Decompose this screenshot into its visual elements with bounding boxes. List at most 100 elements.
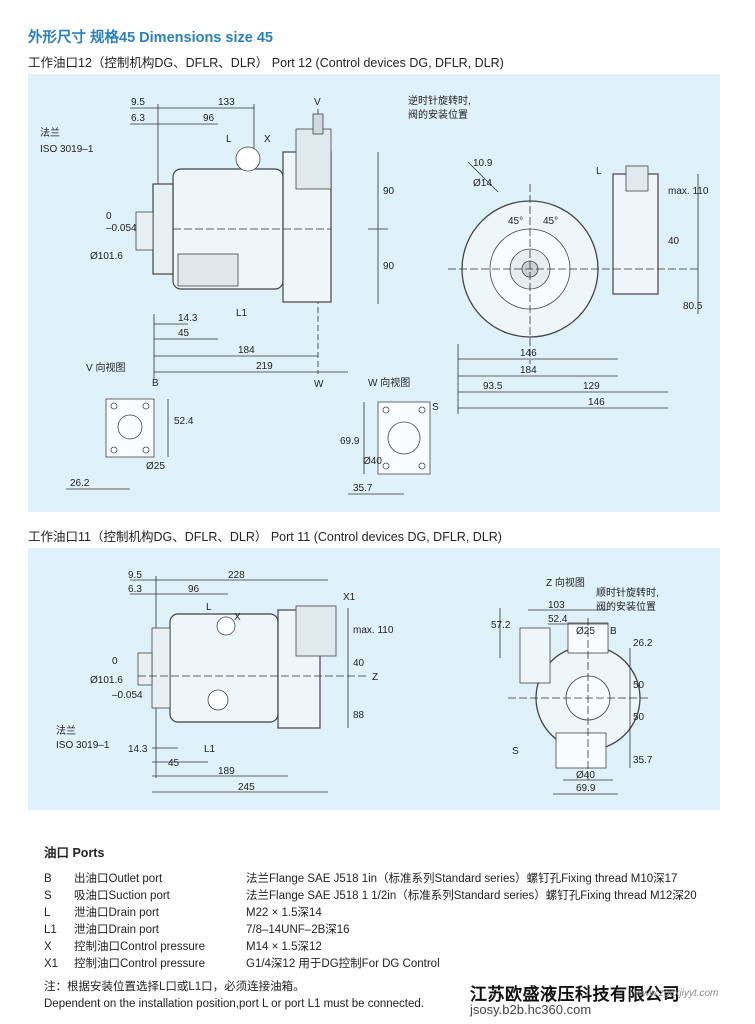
dim-228: 228 [228, 570, 245, 581]
v-view-b-label: B [152, 378, 159, 389]
port-x-label: X [234, 612, 241, 623]
rotation-note-line1: 顺时针旋转时, [596, 586, 659, 599]
note-english: Dependent on the installation position,p… [44, 998, 424, 1010]
dim-93-5: 93.5 [483, 381, 503, 392]
dim-52-4: 52.4 [548, 614, 568, 625]
port-x1-label: X1 [343, 592, 356, 603]
dim-6-3: 6.3 [128, 584, 142, 595]
dim-40: 40 [668, 236, 680, 247]
dim-tolerance: –0.054 [106, 223, 137, 234]
z-view-b-label: B [610, 626, 617, 637]
w-marker: W [314, 379, 324, 390]
dim-69-9: 69.9 [576, 783, 596, 794]
drawing-port12: 法兰 ISO 3019–1 9.5 133 6.3 96 V L X 0 –0.… [40, 94, 709, 495]
port-code: X [44, 941, 52, 953]
port-spec: M14 × 1.5深12 [246, 941, 322, 953]
dim-133: 133 [218, 97, 235, 108]
section1-subtitle: 工作油口12（控制机构DG、DFLR、DLR） Port 12 (Control… [28, 56, 504, 70]
port-row: X1 控制油口Control pressure G1/4深12 用于DG控制Fo… [44, 956, 724, 973]
port-code: X1 [44, 958, 59, 970]
dim-tolerance: –0.054 [112, 690, 143, 701]
w-view-label: W 向视图 [368, 376, 410, 389]
port-name: 出油口Outlet port [74, 873, 163, 885]
dim-26-2: 26.2 [70, 478, 90, 489]
rotation-note-line2: 阀的安装位置 [596, 600, 656, 613]
dim-88: 88 [353, 710, 365, 721]
port-name: 控制油口Control pressure [74, 941, 206, 953]
company-url: jsosy.b2b.hc360.com [470, 1002, 592, 1017]
dim-96: 96 [188, 584, 200, 595]
port-code: L [44, 907, 51, 919]
drawing-panel-port12: 法兰 ISO 3019–1 9.5 133 6.3 96 V L X 0 –0.… [28, 74, 720, 512]
dim-219: 219 [256, 361, 273, 372]
port-row: L1 泄油口Drain port 7/8–14UNF–2B深16 [44, 922, 724, 939]
port-spec: 法兰Flange SAE J518 1in（标准系列Standard serie… [246, 873, 678, 885]
watermark: www.zgcxjiyyt.com [635, 988, 719, 999]
port-row: X 控制油口Control pressure M14 × 1.5深12 [44, 939, 724, 956]
z-marker: Z [372, 672, 378, 683]
dim-max-110: max. 110 [668, 186, 709, 197]
dim-189: 189 [218, 766, 235, 777]
dim-diameter-101-6: Ø101.6 [90, 675, 123, 686]
port-spec: G1/4深12 用于DG控制For DG Control [246, 958, 440, 970]
dim-35-7: 35.7 [353, 483, 373, 494]
port-name: 吸油口Suction port [74, 890, 170, 902]
dim-146-upper: 146 [520, 348, 537, 359]
v-view-label: V 向视图 [86, 361, 125, 374]
port-l1-label: L1 [236, 308, 248, 319]
dim-26-2: 26.2 [633, 638, 653, 649]
dim-diameter-25: Ø25 [576, 626, 595, 637]
dim-57-2: 57.2 [491, 620, 511, 631]
dim-96: 96 [203, 113, 215, 124]
port-x-label: X [264, 134, 271, 145]
port-l1-label: L1 [204, 744, 216, 755]
dim-103: 103 [548, 600, 565, 611]
angle-45-left: 45° [508, 216, 523, 227]
dim-52-4: 52.4 [174, 416, 194, 427]
dim-14-3: 14.3 [178, 313, 198, 324]
dim-129: 129 [583, 381, 600, 392]
dim-40: 40 [353, 658, 365, 669]
dim-80-5: 80.5 [683, 301, 703, 312]
company-name: 江苏欧盛液压科技有限公司 [470, 985, 680, 1004]
dim-69-9: 69.9 [340, 436, 360, 447]
dim-diameter-40: Ø40 [576, 770, 595, 781]
dim-146-lower: 146 [588, 397, 605, 408]
dim-45: 45 [178, 328, 190, 339]
port-code: B [44, 873, 52, 885]
port-spec: 法兰Flange SAE J518 1 1/2in（标准系列Standard s… [246, 890, 697, 902]
port-l-label: L [206, 602, 212, 613]
flange-label: 法兰 [40, 126, 60, 139]
iso-label: ISO 3019–1 [56, 740, 110, 751]
note-chinese: 注：根据安装位置选择L口或L1口，必须连接油箱。 [44, 981, 305, 993]
dim-90-lower: 90 [383, 261, 395, 272]
port-l-label: L [226, 134, 232, 145]
z-view-s-label: S [512, 746, 519, 757]
port-spec: M22 × 1.5深14 [246, 907, 322, 919]
port-name: 泄油口Drain port [74, 907, 159, 919]
dim-diameter-101-6: Ø101.6 [90, 251, 123, 262]
dim-6-3: 6.3 [131, 113, 145, 124]
drawing-panel-port11: 9.5 228 6.3 96 L X X1 Ø101.6 0 –0.054 ma… [28, 548, 720, 810]
rotation-note-line2: 阀的安装位置 [408, 108, 468, 121]
dim-184-front: 184 [520, 365, 537, 376]
dim-14-3: 14.3 [128, 744, 148, 755]
dim-45: 45 [168, 758, 180, 769]
page-title: 外形尺寸 规格45 Dimensions size 45 [28, 30, 273, 46]
ports-title: 油口 Ports [44, 846, 105, 860]
dim-diameter-14: Ø14 [473, 178, 492, 189]
port-spec: 7/8–14UNF–2B深16 [246, 924, 350, 936]
dim-max-110: max. 110 [353, 625, 394, 636]
dim-35-7: 35.7 [633, 755, 653, 766]
port-name: 泄油口Drain port [74, 924, 159, 936]
dim-184: 184 [238, 345, 255, 356]
ports-note: 注：根据安装位置选择L口或L1口，必须连接油箱。 Dependent on th… [44, 979, 724, 1013]
v-marker: V [314, 97, 321, 108]
dim-10-9: 10.9 [473, 158, 493, 169]
dim-0: 0 [106, 211, 112, 222]
iso-label: ISO 3019–1 [40, 144, 94, 155]
z-view-label: Z 向视图 [546, 576, 585, 589]
dim-9-5: 9.5 [128, 570, 142, 581]
port-name: 控制油口Control pressure [74, 958, 206, 970]
angle-45-right: 45° [543, 216, 558, 227]
